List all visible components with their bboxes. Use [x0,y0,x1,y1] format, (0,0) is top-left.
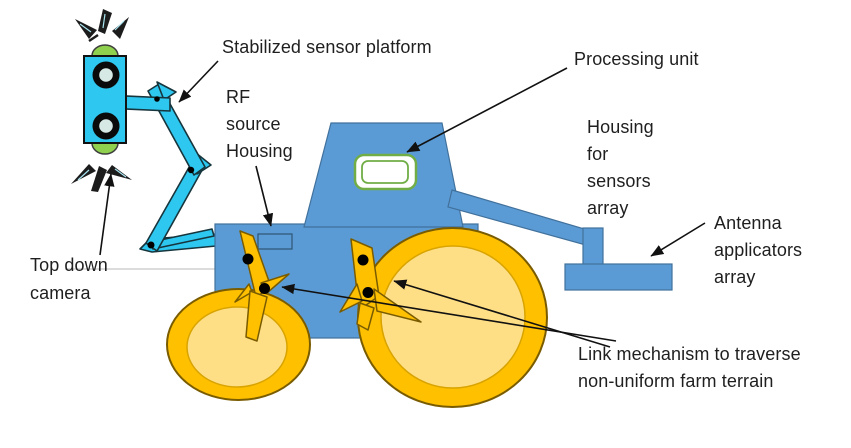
antenna-applicator-plate [564,263,673,291]
rf-housing-arrow [255,165,274,227]
label-line: Antenna [714,213,782,233]
rear-wheel-hub [380,245,526,389]
label-line: applicators [714,240,803,260]
rear-link-lower-blade [356,302,375,331]
label-line: array [714,267,756,287]
label-antenna-applicators-array: Antenna applicators array [714,210,802,291]
front-wheel-hub [186,306,288,388]
stabilized-platform-arrow [178,60,219,103]
rear-link-joint-bottom [362,287,374,298]
front-link-lower-blade [245,290,268,342]
arm-link-upper-tip [156,81,177,101]
label-link-mechanism: Link mechanism to traverse non-uniform f… [578,341,801,395]
antenna-array-arrow [650,222,706,257]
rf-source-housing-box [257,233,293,250]
label-line: for [587,144,609,164]
arm-joint-bottom [147,241,155,249]
label-housing-for-sensors-array: Housing for sensors array [587,114,654,222]
label-line: Link mechanism to traverse [578,344,801,364]
front-link-left-spike [234,283,253,303]
label-processing-unit: Processing unit [574,49,699,69]
rear-link-joint-top [357,254,369,266]
label-line: non-uniform farm terrain [578,371,774,391]
label-line: Housing [226,141,293,161]
label-line: Top down [30,255,108,275]
label-line: source [226,114,281,134]
link-mechanism-arrow-rear [393,279,611,348]
sparkle-bottom-icon [71,164,132,192]
sparkle-top-icon [75,9,129,43]
label-stabilized-sensor-platform: Stabilized sensor platform [222,37,432,57]
camera-unit [83,44,127,155]
label-rf-source-housing: RF source Housing [226,84,293,165]
camera-lens-bottom-glass [99,119,113,133]
label-line: sensors [587,171,651,191]
label-line: array [587,198,629,218]
arm-joint-middle [187,166,195,174]
sensor-arm [125,81,212,252]
label-line: RF [226,87,251,107]
rear-link-mechanism [339,238,422,331]
label-line: camera [30,283,91,303]
antenna-post [582,227,604,267]
processing-unit-window-inner [361,160,409,184]
front-link-joint-top [242,253,254,265]
label-top-down-camera: Top down camera [30,251,108,307]
arm-joint-top [154,96,160,102]
top-down-camera-arrow [99,173,115,256]
label-line: Housing [587,117,654,137]
processing-unit-arrow [406,67,568,153]
arm-link-horizontal [125,95,171,112]
camera-lens-top-glass [99,68,113,82]
front-link-joint-bottom [259,283,270,294]
front-link-mechanism [234,230,290,342]
